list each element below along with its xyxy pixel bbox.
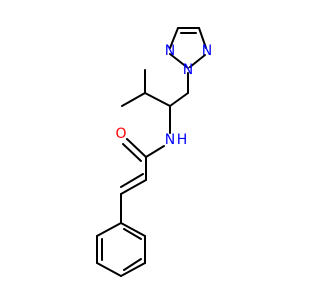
- atom-n-amide: N: [165, 132, 175, 148]
- bond-triazole-n1-c: [169, 27, 179, 49]
- bond-methyl-left: [121, 92, 146, 107]
- bond-triazole-n2-n1: [169, 53, 189, 69]
- bond-n-carbonyl: [145, 145, 165, 158]
- atom-n1-triazole: N: [165, 43, 175, 59]
- bond-phenyl-6: [96, 222, 122, 237]
- bond-phenyl-1: [120, 222, 146, 237]
- atom-o-carbonyl: O: [115, 126, 126, 142]
- atom-n3-triazole: N: [202, 43, 212, 59]
- bond-phenyl-inner-a: [123, 228, 142, 240]
- bond-carbonyl-o-double: [122, 143, 142, 162]
- bond-carbonyl-o: [126, 138, 147, 158]
- atom-h-amide: H: [177, 132, 188, 148]
- molecule-structure-diagram: N H O N N N: [96, 27, 212, 277]
- bond-triazole-c-n3: [198, 27, 207, 49]
- bond-vinyl-double: [120, 173, 144, 188]
- bond-ch-ch2: [169, 92, 189, 107]
- bond-phenyl-inner-b: [123, 258, 142, 271]
- bond-phenyl-3: [120, 262, 146, 277]
- bond-phenyl-4: [96, 262, 122, 277]
- bond-isopropyl-ch: [144, 92, 171, 107]
- bond-triazole-n3-n2: [189, 54, 206, 68]
- atom-n2-triazole: N: [183, 62, 193, 78]
- bond-vinyl: [120, 179, 147, 195]
